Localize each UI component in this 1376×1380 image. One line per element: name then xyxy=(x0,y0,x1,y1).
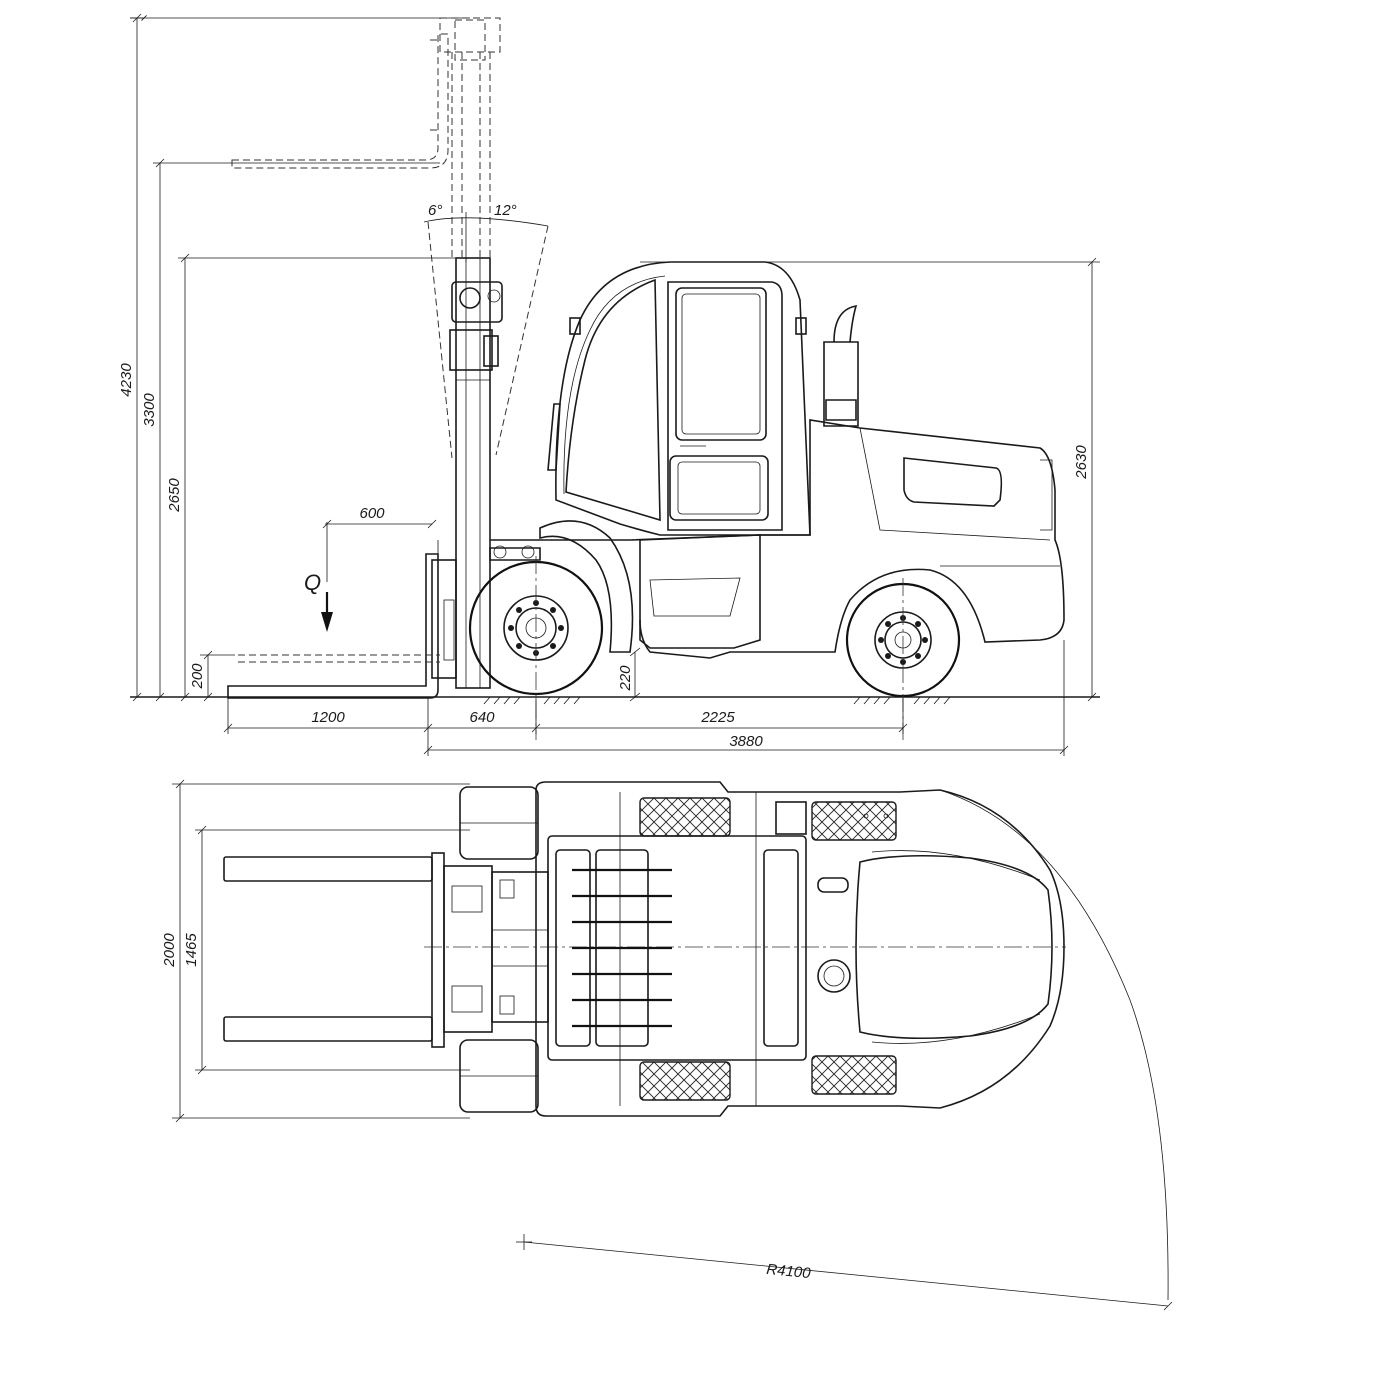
overall-length-3880-label: 3880 xyxy=(729,733,763,750)
hatched-panels xyxy=(639,797,897,1101)
top-view: 2000 1465 xyxy=(161,779,1173,1311)
top-forks xyxy=(223,852,549,1048)
overall-height-2630-label: 2630 xyxy=(1073,445,1090,480)
fork-spread-1465-label: 1465 xyxy=(183,933,200,967)
top-chassis xyxy=(535,781,1065,1117)
tilt-angle-indicator: 6° 12° xyxy=(423,202,549,459)
tilt-forward-label: 6° xyxy=(428,202,442,219)
height-2650-label: 2650 xyxy=(166,478,183,513)
tilt-back-label: 12° xyxy=(494,202,517,219)
lowered-forks xyxy=(227,540,457,699)
load-center: 600 Q xyxy=(304,505,437,632)
width-dimensions: 2000 1465 xyxy=(161,779,470,1123)
rear-wheel xyxy=(845,578,961,740)
load-symbol-q: Q xyxy=(304,570,321,595)
turning-radius: R4100 xyxy=(516,789,1173,1311)
height-dimensions: 4230 3300 2650 200 2630 xyxy=(118,13,1100,702)
clearance-220-label: 220 xyxy=(617,665,634,692)
length-640-label: 640 xyxy=(469,709,495,726)
raised-forks xyxy=(231,17,501,258)
turning-radius-label: R4100 xyxy=(766,1261,812,1282)
height-4230-label: 4230 xyxy=(118,363,135,397)
load-center-600-label: 600 xyxy=(359,505,385,522)
length-2225-label: 2225 xyxy=(700,709,735,726)
length-1200-label: 1200 xyxy=(311,709,345,726)
height-200-label: 200 xyxy=(189,663,206,690)
ground-line xyxy=(130,696,1100,705)
truck-body xyxy=(489,261,1065,659)
height-3300-label: 3300 xyxy=(141,393,158,427)
length-dimensions: 1200 640 2225 3880 xyxy=(223,640,1069,756)
mast xyxy=(449,257,503,689)
ground-clearance: 220 xyxy=(617,647,641,702)
top-front-wheels xyxy=(459,786,539,1113)
overall-width-2000-label: 2000 xyxy=(161,933,178,968)
side-view: 4230 3300 2650 200 2630 6° 12° xyxy=(118,13,1100,756)
